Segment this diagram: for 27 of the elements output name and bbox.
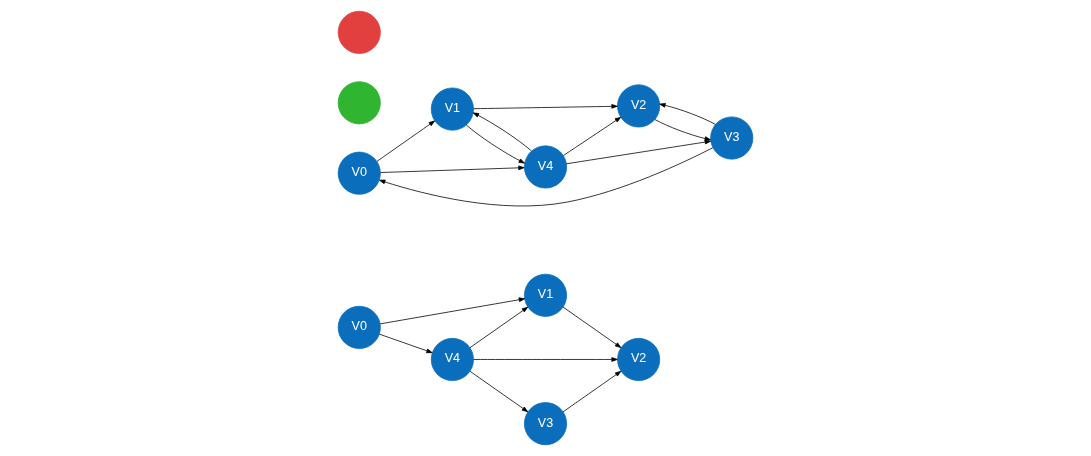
arrow xyxy=(473,104,618,110)
node-circle: V0 xyxy=(337,305,381,349)
arrow xyxy=(566,139,711,165)
node-circle: V4 xyxy=(430,337,474,381)
node-circle xyxy=(337,81,381,125)
node-circle: V3 xyxy=(710,116,754,160)
arrow xyxy=(469,306,529,349)
arrow xyxy=(659,103,716,125)
node-circle: V1 xyxy=(524,273,567,317)
arrow xyxy=(562,371,622,413)
node-circle: V3 xyxy=(524,402,567,446)
arrow xyxy=(465,124,525,164)
arrow xyxy=(376,120,435,162)
arrow xyxy=(380,165,525,173)
arrow xyxy=(379,333,433,354)
arrow xyxy=(472,112,532,152)
arrow xyxy=(379,297,525,325)
arrow xyxy=(473,357,618,362)
node-circle xyxy=(337,10,381,54)
node-circle: V2 xyxy=(617,84,661,128)
node-circle: V0 xyxy=(337,151,381,195)
arrow xyxy=(562,306,622,348)
arrow xyxy=(563,116,622,156)
node-circle: V2 xyxy=(617,337,661,381)
node-circle: V4 xyxy=(524,145,567,189)
arrow xyxy=(379,147,714,207)
arrow xyxy=(469,370,529,413)
